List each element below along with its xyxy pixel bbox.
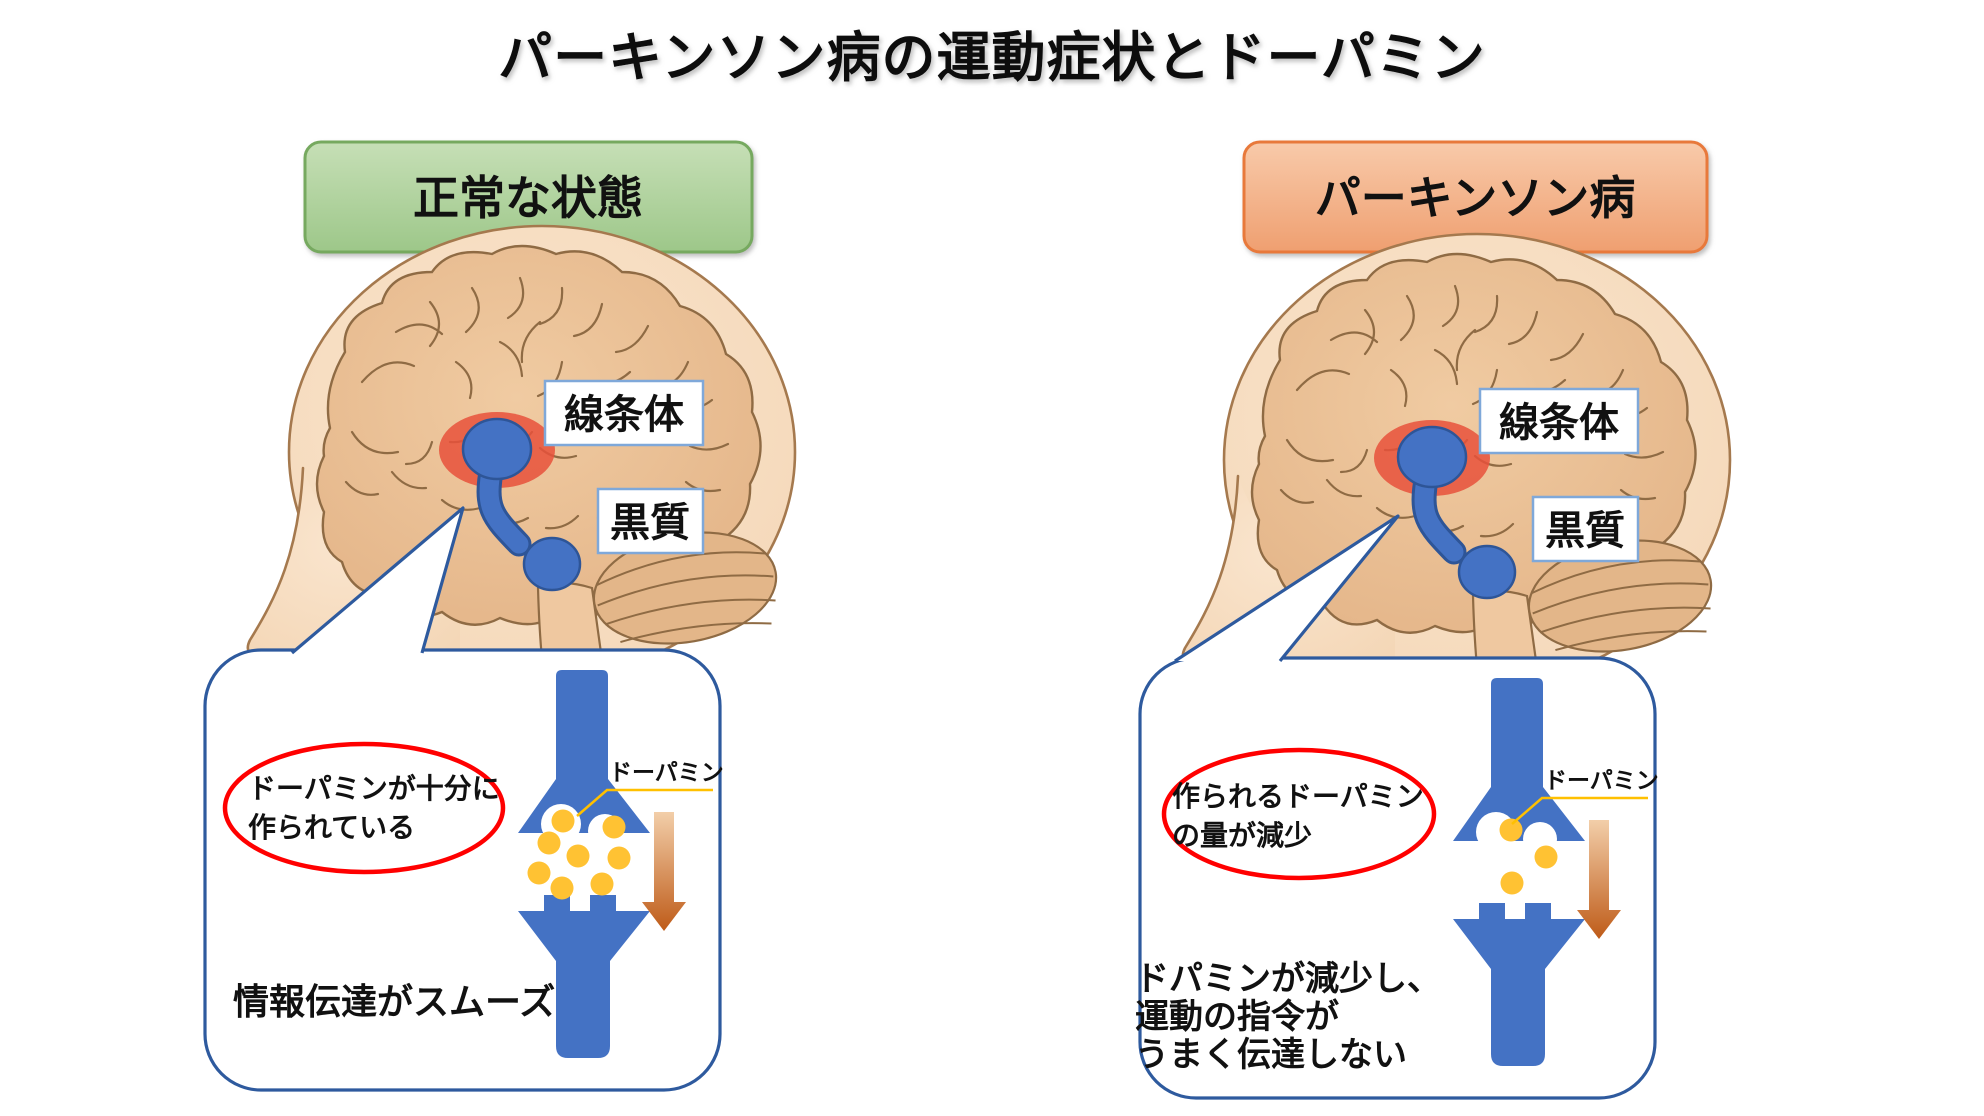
dopamine-dot [1499, 818, 1523, 842]
nigra-label-box [1531, 495, 1640, 563]
striatum-label: 線条体 [1499, 401, 1619, 445]
speech-bubble-tail [1174, 514, 1400, 663]
callout-line: の量が減少 [1172, 819, 1312, 851]
speech-bubble [203, 648, 722, 1092]
dopamine-label: ドーパミン [609, 759, 724, 785]
caption-line: ドパミンが減少し、 [1135, 960, 1441, 998]
striatum-label-box [543, 379, 705, 447]
dopamine-pointer-line [576, 788, 713, 817]
callout-line: 作られている [248, 812, 415, 843]
normal-header-label: 正常な状態 [413, 172, 643, 224]
callout-ellipse [222, 741, 506, 875]
page-title: パーキンソン病の運動症状とドーパミン [498, 28, 1486, 88]
caption-line: 運動の指令が [1135, 998, 1339, 1036]
dopamine-label: ドーパミン [1544, 767, 1659, 793]
dopamine-dot [1534, 845, 1558, 869]
callout-ellipse [1161, 747, 1437, 881]
nigra-label: 黒質 [1545, 509, 1625, 553]
caption-line: 情報伝達がスムーズ [233, 981, 555, 1022]
dopamine-dot [566, 844, 590, 868]
striatum-label-box [1478, 387, 1640, 455]
dopamine-dot [1500, 871, 1524, 895]
dopamine-dot [551, 809, 575, 833]
nigra-label: 黒質 [610, 501, 690, 545]
nigra-label-box [596, 487, 705, 555]
dopamine-pointer-line [1511, 796, 1648, 825]
dopamine-dot [550, 876, 574, 900]
callout-line: 作られるドーパミン [1172, 781, 1424, 812]
dopamine-dot [602, 815, 626, 839]
dopamine-dots-parkinson [1499, 818, 1558, 895]
speech-bubble-tail [290, 506, 465, 655]
panel-parkinson: パーキンソン病 線条体 黒質 作られるドーパミン の量が減少 ドーパミン ドパミ… [1135, 140, 1730, 1100]
dopamine-dot [590, 872, 614, 896]
striatum-label: 線条体 [564, 393, 684, 437]
parkinson-header-label: パーキンソン病 [1315, 172, 1636, 224]
caption-line: うまく伝達しない [1135, 1036, 1407, 1074]
panel-normal: 正常な状態 線条体 黒質 ドーパミンが十分に 作られている ドーパミン 情報伝達… [203, 140, 795, 1092]
callout-line: ドーパミンが十分に [248, 772, 500, 804]
dopamine-dots-normal [527, 809, 631, 900]
dopamine-dot [527, 861, 551, 885]
dopamine-dot [607, 846, 631, 870]
dopamine-dot [537, 831, 561, 855]
